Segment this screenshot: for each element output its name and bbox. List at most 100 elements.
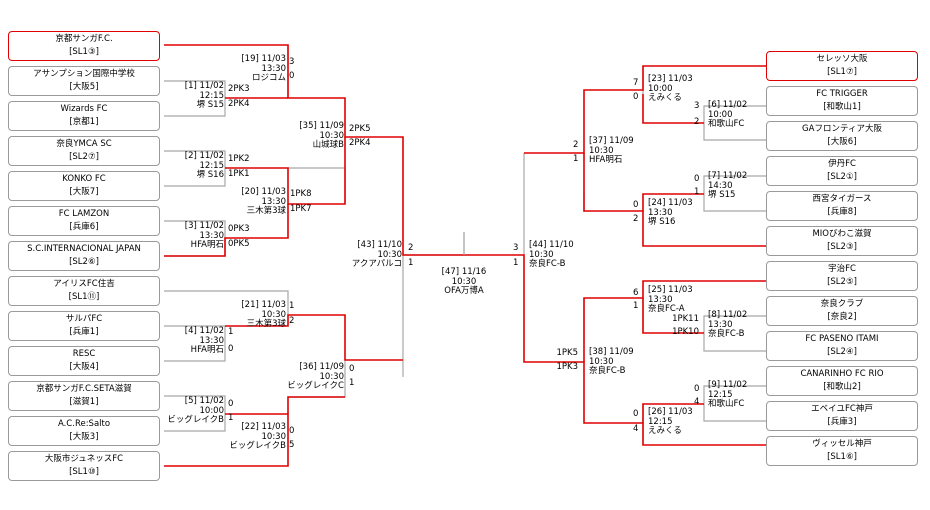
score: 2 [289,316,295,326]
score: 1 [513,258,519,268]
score: 2PK4 [228,99,250,109]
team-seed: [和歌山2] [823,382,861,392]
team-seed: [SL1⑩] [69,467,99,477]
team-slot-12: A.C.Re:Salto [大阪3] [8,416,160,446]
score: 2PK3 [228,84,250,94]
team-slot-1: 京都サンガF.C.[SL1③] [8,31,160,61]
team-name: 宇治FC [828,264,856,274]
score: 2PK4 [349,138,371,148]
team-name: 伊丹FC [828,159,856,169]
team-seed: [奈良2] [827,312,857,322]
team-slot-16: GAフロンティア大阪 [大阪6] [766,121,918,151]
team-seed: [大阪5] [69,82,99,92]
score: 2 [573,140,579,150]
score: 0 [633,409,639,419]
score: 4 [633,424,639,434]
team-name: KONKO FC [62,174,106,184]
team-slot-17: 伊丹FC[SL2①] [766,156,918,186]
score: 0 [228,344,234,354]
score: 3 [694,101,700,111]
score: 7 [633,78,639,88]
team-slot-23: CANARINHO FC RIO [和歌山2] [766,366,918,396]
score: 1 [289,301,295,311]
score: 1 [228,327,234,337]
team-seed: [和歌山1] [823,102,861,112]
score: 2 [408,243,414,253]
team-seed: [SL1⑦] [827,67,857,77]
team-seed: [大阪6] [827,137,857,147]
team-seed: [兵庫6] [69,222,99,232]
team-slot-5: KONKO FC[大阪7] [8,171,160,201]
team-name: 京都サンガF.C.SETA滋賀 [36,384,132,394]
score: 0 [633,200,639,210]
team-seed: [大阪3] [69,432,99,442]
team-name: GAフロンティア大阪 [802,124,882,134]
team-slot-14: セレッソ大阪[SL1⑦] [766,51,918,81]
score: 0 [289,426,295,436]
score: 1 [228,413,234,423]
team-slot-8: アイリスFC住吉[SL1⑪] [8,276,160,306]
team-slot-6: FC LAMZON[兵庫6] [8,206,160,236]
score: 1 [408,258,414,268]
team-slot-11: 京都サンガF.C.SETA滋賀[滋賀1] [8,381,160,411]
team-name: CANARINHO FC RIO [800,369,884,379]
team-slot-9: サルパFC [兵庫1] [8,311,160,341]
team-name: RESC [72,349,96,359]
score: 1 [633,301,639,311]
team-slot-25: ヴィッセル神戸[SL1⑥] [766,436,918,466]
team-name: サルパFC [65,314,103,324]
team-seed: [SL1⑥] [827,452,857,462]
team-slot-15: FC TRIGGER [和歌山1] [766,86,918,116]
team-slot-7: S.C.INTERNACIONAL JAPAN [SL2⑥] [8,241,160,271]
team-name: FC TRIGGER [816,89,868,99]
score: 1 [349,378,355,388]
score: 4 [694,397,700,407]
team-slot-20: 宇治FC [SL2⑤] [766,261,918,291]
score: 0 [694,174,700,184]
team-slot-13: 大阪市ジュネッスFC[SL1⑩] [8,451,160,481]
team-name: 奈良YMCA SC [56,139,112,149]
score: 0 [228,399,234,409]
team-seed: [SL2⑤] [827,277,857,287]
score: 1PK8 [290,189,312,199]
score: 6 [633,288,639,298]
score: 1PK3 [556,362,578,372]
score: 1 [694,187,700,197]
team-seed: [兵庫1] [69,327,99,337]
team-slot-22: FC PASENO ITAMI[SL2④] [766,331,918,361]
team-name: Wizards FC [60,104,108,114]
score: 5 [289,440,295,450]
score: 1PK5 [556,348,578,358]
team-seed: [大阪4] [69,362,99,372]
team-name: エベイユFC神戸 [811,404,873,414]
score: 1PK10 [672,327,699,337]
team-seed: [SL1⑪] [68,292,100,302]
team-name: 西宮タイガース [812,194,872,204]
team-seed: [SL2⑥] [69,257,99,267]
score: 1PK11 [672,314,699,324]
score: 0 [694,384,700,394]
score: 0PK5 [228,239,250,249]
team-name: S.C.INTERNACIONAL JAPAN [27,244,141,254]
score: 3 [289,57,295,67]
score: 0PK3 [228,224,250,234]
team-name: A.C.Re:Salto [57,419,111,429]
